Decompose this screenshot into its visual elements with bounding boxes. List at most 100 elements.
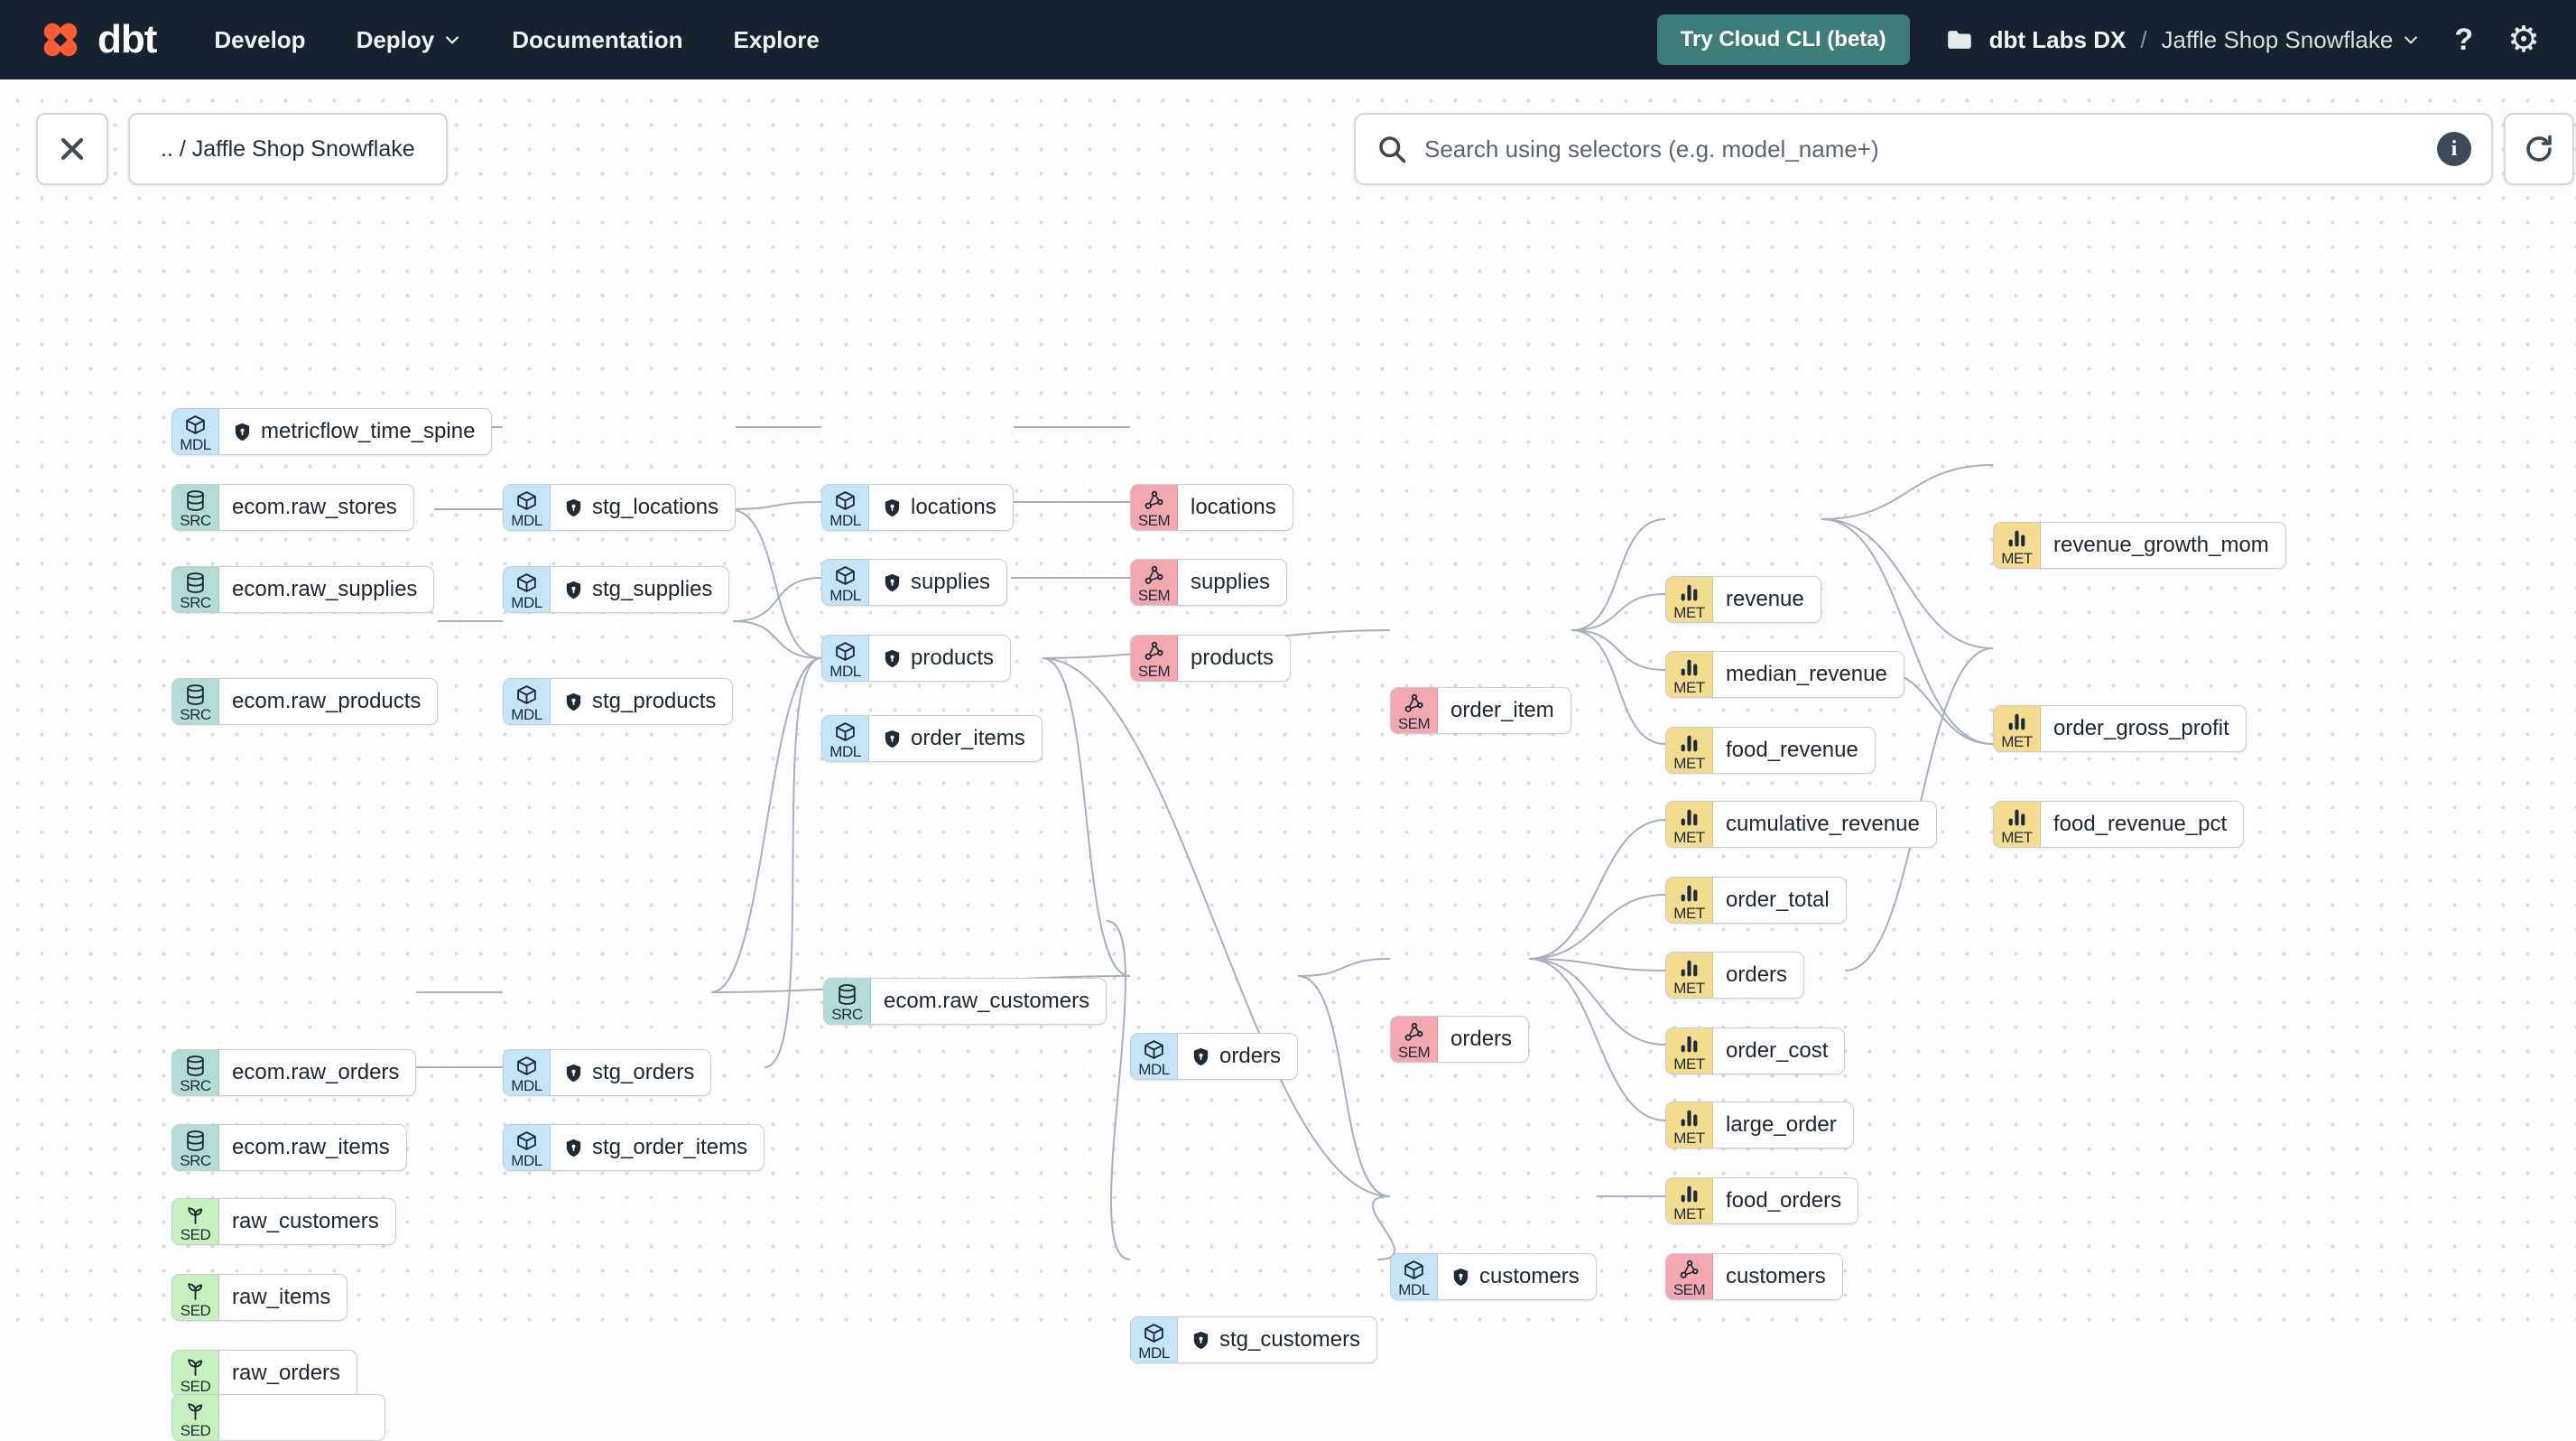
metric-icon — [1681, 1110, 1698, 1126]
node-body: products — [869, 636, 1010, 681]
node-type-badge: MDL — [1131, 1317, 1178, 1362]
node-type-label: SEM — [1137, 511, 1171, 529]
settings-button[interactable]: ⚙ — [2507, 22, 2540, 58]
metric-icon — [1681, 885, 1698, 901]
edge-mdl_stg_supplies-to-mdl_supplies — [728, 501, 822, 510]
database-icon — [187, 683, 204, 705]
node-label: stg_orders — [592, 1060, 695, 1084]
semantic-model-icon — [1144, 565, 1163, 584]
project-selector[interactable]: Jaffle Shop Snowflake — [2162, 26, 2421, 54]
lineage-breadcrumb[interactable]: .. / Jaffle Shop Snowflake — [128, 113, 448, 185]
shield-icon — [885, 649, 900, 667]
dbt-logo[interactable]: dbt — [36, 15, 157, 64]
seedling-icon — [188, 1206, 203, 1224]
nav-item-develop[interactable]: Develop — [214, 25, 306, 53]
node-mdl_stg_orders[interactable]: MDL stg_orders — [503, 1049, 712, 1096]
database-icon — [187, 489, 204, 511]
node-type-badge: MDL — [822, 716, 869, 761]
node-type-badge: MET — [1666, 1102, 1713, 1148]
node-type-badge: MET — [1666, 652, 1713, 697]
node-type-badge: SEM — [1391, 688, 1438, 733]
shield-icon — [566, 1139, 581, 1157]
nav-item-explore[interactable]: Explore — [733, 25, 820, 53]
node-body: ecom.raw_items — [219, 1125, 406, 1170]
selector-search: i — [1354, 113, 2493, 185]
close-lineage-button[interactable] — [36, 113, 108, 185]
node-label: raw_items — [232, 1285, 331, 1309]
node-body: revenue_growth_mom — [2041, 523, 2285, 568]
node-type-label: SRC — [180, 511, 211, 529]
node-type-label: MET — [2001, 828, 2033, 846]
node-type-label: MDL — [180, 435, 211, 453]
node-type-badge: MET — [1666, 953, 1713, 998]
node-type-label: MDL — [511, 511, 542, 529]
node-type-label: MET — [1673, 904, 1705, 922]
metric-icon — [2008, 713, 2025, 730]
node-label: food_revenue — [1726, 738, 1858, 762]
try-cloud-cli-button[interactable]: Try Cloud CLI (beta) — [1656, 14, 1910, 65]
node-type-badge: MDL — [504, 1050, 551, 1095]
node-type-badge: MET — [1666, 728, 1713, 773]
edge-met_revenue-to-met_order_gross_profit — [1821, 518, 1994, 649]
metric-icon — [1681, 659, 1698, 675]
node-label: locations — [911, 495, 996, 519]
node-type-badge: MDL — [1391, 1254, 1438, 1299]
help-button[interactable]: ? — [2454, 23, 2473, 58]
node-sed_partial[interactable]: SED — [171, 1394, 385, 1441]
search-input[interactable] — [1422, 134, 2423, 164]
node-met_food_revenue[interactable]: MET food_revenue — [1665, 727, 1876, 774]
metric-icon — [2008, 809, 2025, 825]
node-label: stg_order_items — [592, 1135, 748, 1159]
nav-item-documentation[interactable]: Documentation — [512, 25, 683, 53]
cube-icon — [836, 490, 855, 510]
edge-mdl_order_items-to-mdl_customers — [1042, 657, 1391, 1197]
info-icon[interactable]: i — [2437, 132, 2471, 166]
node-label: stg_products — [592, 689, 717, 713]
account-name[interactable]: dbt Labs DX — [1988, 25, 2127, 53]
nav-item-deploy[interactable]: Deploy — [357, 26, 462, 54]
node-label: products — [911, 646, 995, 670]
refresh-button[interactable] — [2504, 113, 2574, 185]
node-body: median_revenue — [1713, 652, 1904, 697]
shield-icon — [1453, 1268, 1469, 1286]
